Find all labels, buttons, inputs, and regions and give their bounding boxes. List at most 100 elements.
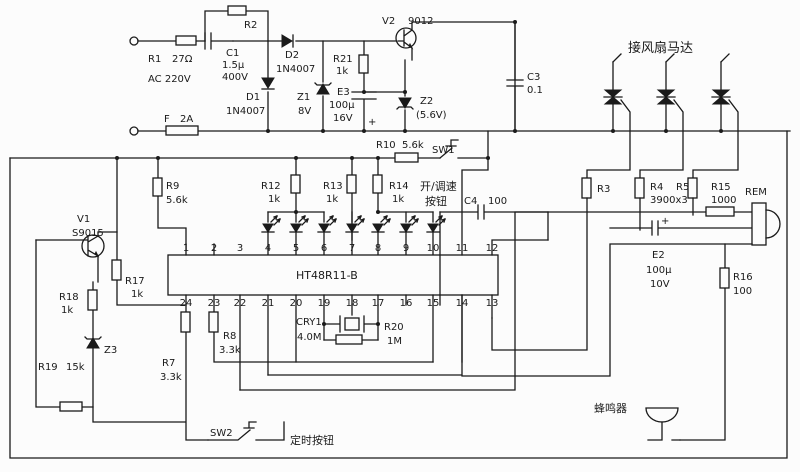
transistor-v2 (395, 27, 417, 49)
ic-pin-16: 16 (400, 298, 413, 309)
e2-voltage: 10V (650, 279, 670, 290)
resistor-r1 (175, 35, 197, 46)
led-pin4 (289, 215, 309, 233)
r10-value: 5.6k (402, 140, 424, 151)
ic-pin-8: 8 (375, 243, 381, 254)
led-indicators (261, 157, 446, 256)
r10-ref: R10 (376, 140, 396, 151)
r4-ref: R4 (650, 182, 663, 193)
resistor-r15 (705, 206, 735, 217)
ic-pin-4: 4 (265, 243, 271, 254)
fuse-value: 2A (180, 114, 193, 125)
r20-ref: R20 (384, 322, 404, 333)
ac-terminal-bottom (129, 126, 139, 136)
r16-ref: R16 (733, 272, 753, 283)
ic-pin-22: 22 (234, 298, 247, 309)
resistor-r17 (111, 259, 122, 281)
r18-value: 1k (61, 305, 73, 316)
led-pin10 (426, 215, 446, 233)
r12-ref: R12 (261, 181, 281, 192)
resistor-r19 (59, 401, 83, 412)
z1-ref: Z1 (297, 92, 310, 103)
v2-part: 9012 (408, 16, 433, 27)
v1-part: S9015 (72, 228, 104, 239)
r16-value: 100 (733, 286, 752, 297)
ic-pin-6: 6 (321, 243, 327, 254)
sw1-ref: SW1 (432, 145, 455, 156)
ic-pin-10: 10 (427, 243, 440, 254)
sw2-ref: SW2 (210, 428, 233, 439)
c3-value: 0.1 (527, 85, 543, 96)
z2-ref: Z2 (420, 96, 433, 107)
button-sw2 (243, 421, 257, 429)
ic-pin-24: 24 (180, 298, 193, 309)
c1-voltage: 400V (222, 72, 248, 83)
fan-motor-label: 接风扇马达 (628, 40, 693, 56)
r13-value: 1k (326, 194, 338, 205)
resistor-r13 (346, 174, 357, 194)
z3-ref: Z3 (104, 345, 117, 356)
resistor-r8 (208, 311, 219, 333)
resistor-r14 (372, 174, 383, 194)
c4-value: 100 (488, 196, 507, 207)
r15-ref: R15 (711, 182, 731, 193)
crystal-cry1 (344, 317, 360, 331)
ac-label: AC 220V (148, 74, 191, 85)
ic-pin-18: 18 (346, 298, 359, 309)
r9-value: 5.6k (166, 195, 188, 206)
ic-pin-20: 20 (290, 298, 303, 309)
svg-text:+: + (661, 216, 669, 227)
e3-voltage: 16V (333, 113, 353, 124)
d1-part: 1N4007 (226, 106, 265, 117)
ic-name: HT48R11-B (296, 269, 358, 282)
r3-ref: R3 (597, 184, 610, 195)
r14-value: 1k (392, 194, 404, 205)
ic-pin-11: 11 (456, 243, 469, 254)
e3-value: 100μ (329, 100, 355, 111)
cry1-ref: CRY1 (296, 317, 322, 328)
ic-body (167, 254, 499, 296)
power-supply-section: + (129, 5, 791, 136)
r12-value: 1k (268, 194, 280, 205)
ac-terminal-top (129, 36, 139, 46)
led-pin7 (345, 215, 365, 233)
d1-ref: D1 (246, 92, 260, 103)
ic-pin-7: 7 (349, 243, 355, 254)
d2-ref: D2 (285, 50, 299, 61)
resistor-r5 (687, 177, 698, 199)
led-pin3 (261, 215, 281, 233)
logic-rails (9, 130, 788, 459)
diode-d1 (261, 77, 275, 89)
ic-pin-13: 13 (486, 298, 499, 309)
r1-value: 27Ω (172, 54, 193, 65)
r19-value: 15k (66, 362, 85, 373)
r21-ref: R21 (333, 54, 353, 65)
resistor-r9 (152, 177, 163, 197)
ic-pin-3: 3 (237, 243, 243, 254)
r20-value: 1M (387, 336, 402, 347)
sw1-label: 开/调速 (420, 180, 457, 193)
r19-ref: R19 (38, 362, 58, 373)
ic-pin-1: 1 (183, 243, 189, 254)
ic-pin-23: 23 (208, 298, 221, 309)
oscillator (322, 304, 380, 345)
c1-value: 1.5μ (222, 60, 245, 71)
e3-ref: E3 (337, 87, 350, 98)
r9-ref: R9 (166, 181, 179, 192)
fuse-f (165, 125, 199, 136)
ir-receiver-rem (751, 202, 781, 246)
e2-ref: E2 (652, 250, 665, 261)
led-pin6 (317, 215, 337, 233)
labels: R1 27Ω AC 220V R2 C1 1.5μ 400V D1 1N4007… (38, 16, 767, 447)
button-sw1 (445, 139, 459, 147)
resistor-r21 (358, 54, 369, 74)
ic-pin-19: 19 (318, 298, 331, 309)
zener-z1 (316, 83, 330, 95)
ic-pin-5: 5 (293, 243, 299, 254)
r4-value: 3900x3 (650, 195, 688, 206)
cry1-value: 4.0M (297, 332, 322, 343)
r2-ref: R2 (244, 20, 257, 31)
resistor-r20 (335, 334, 363, 345)
